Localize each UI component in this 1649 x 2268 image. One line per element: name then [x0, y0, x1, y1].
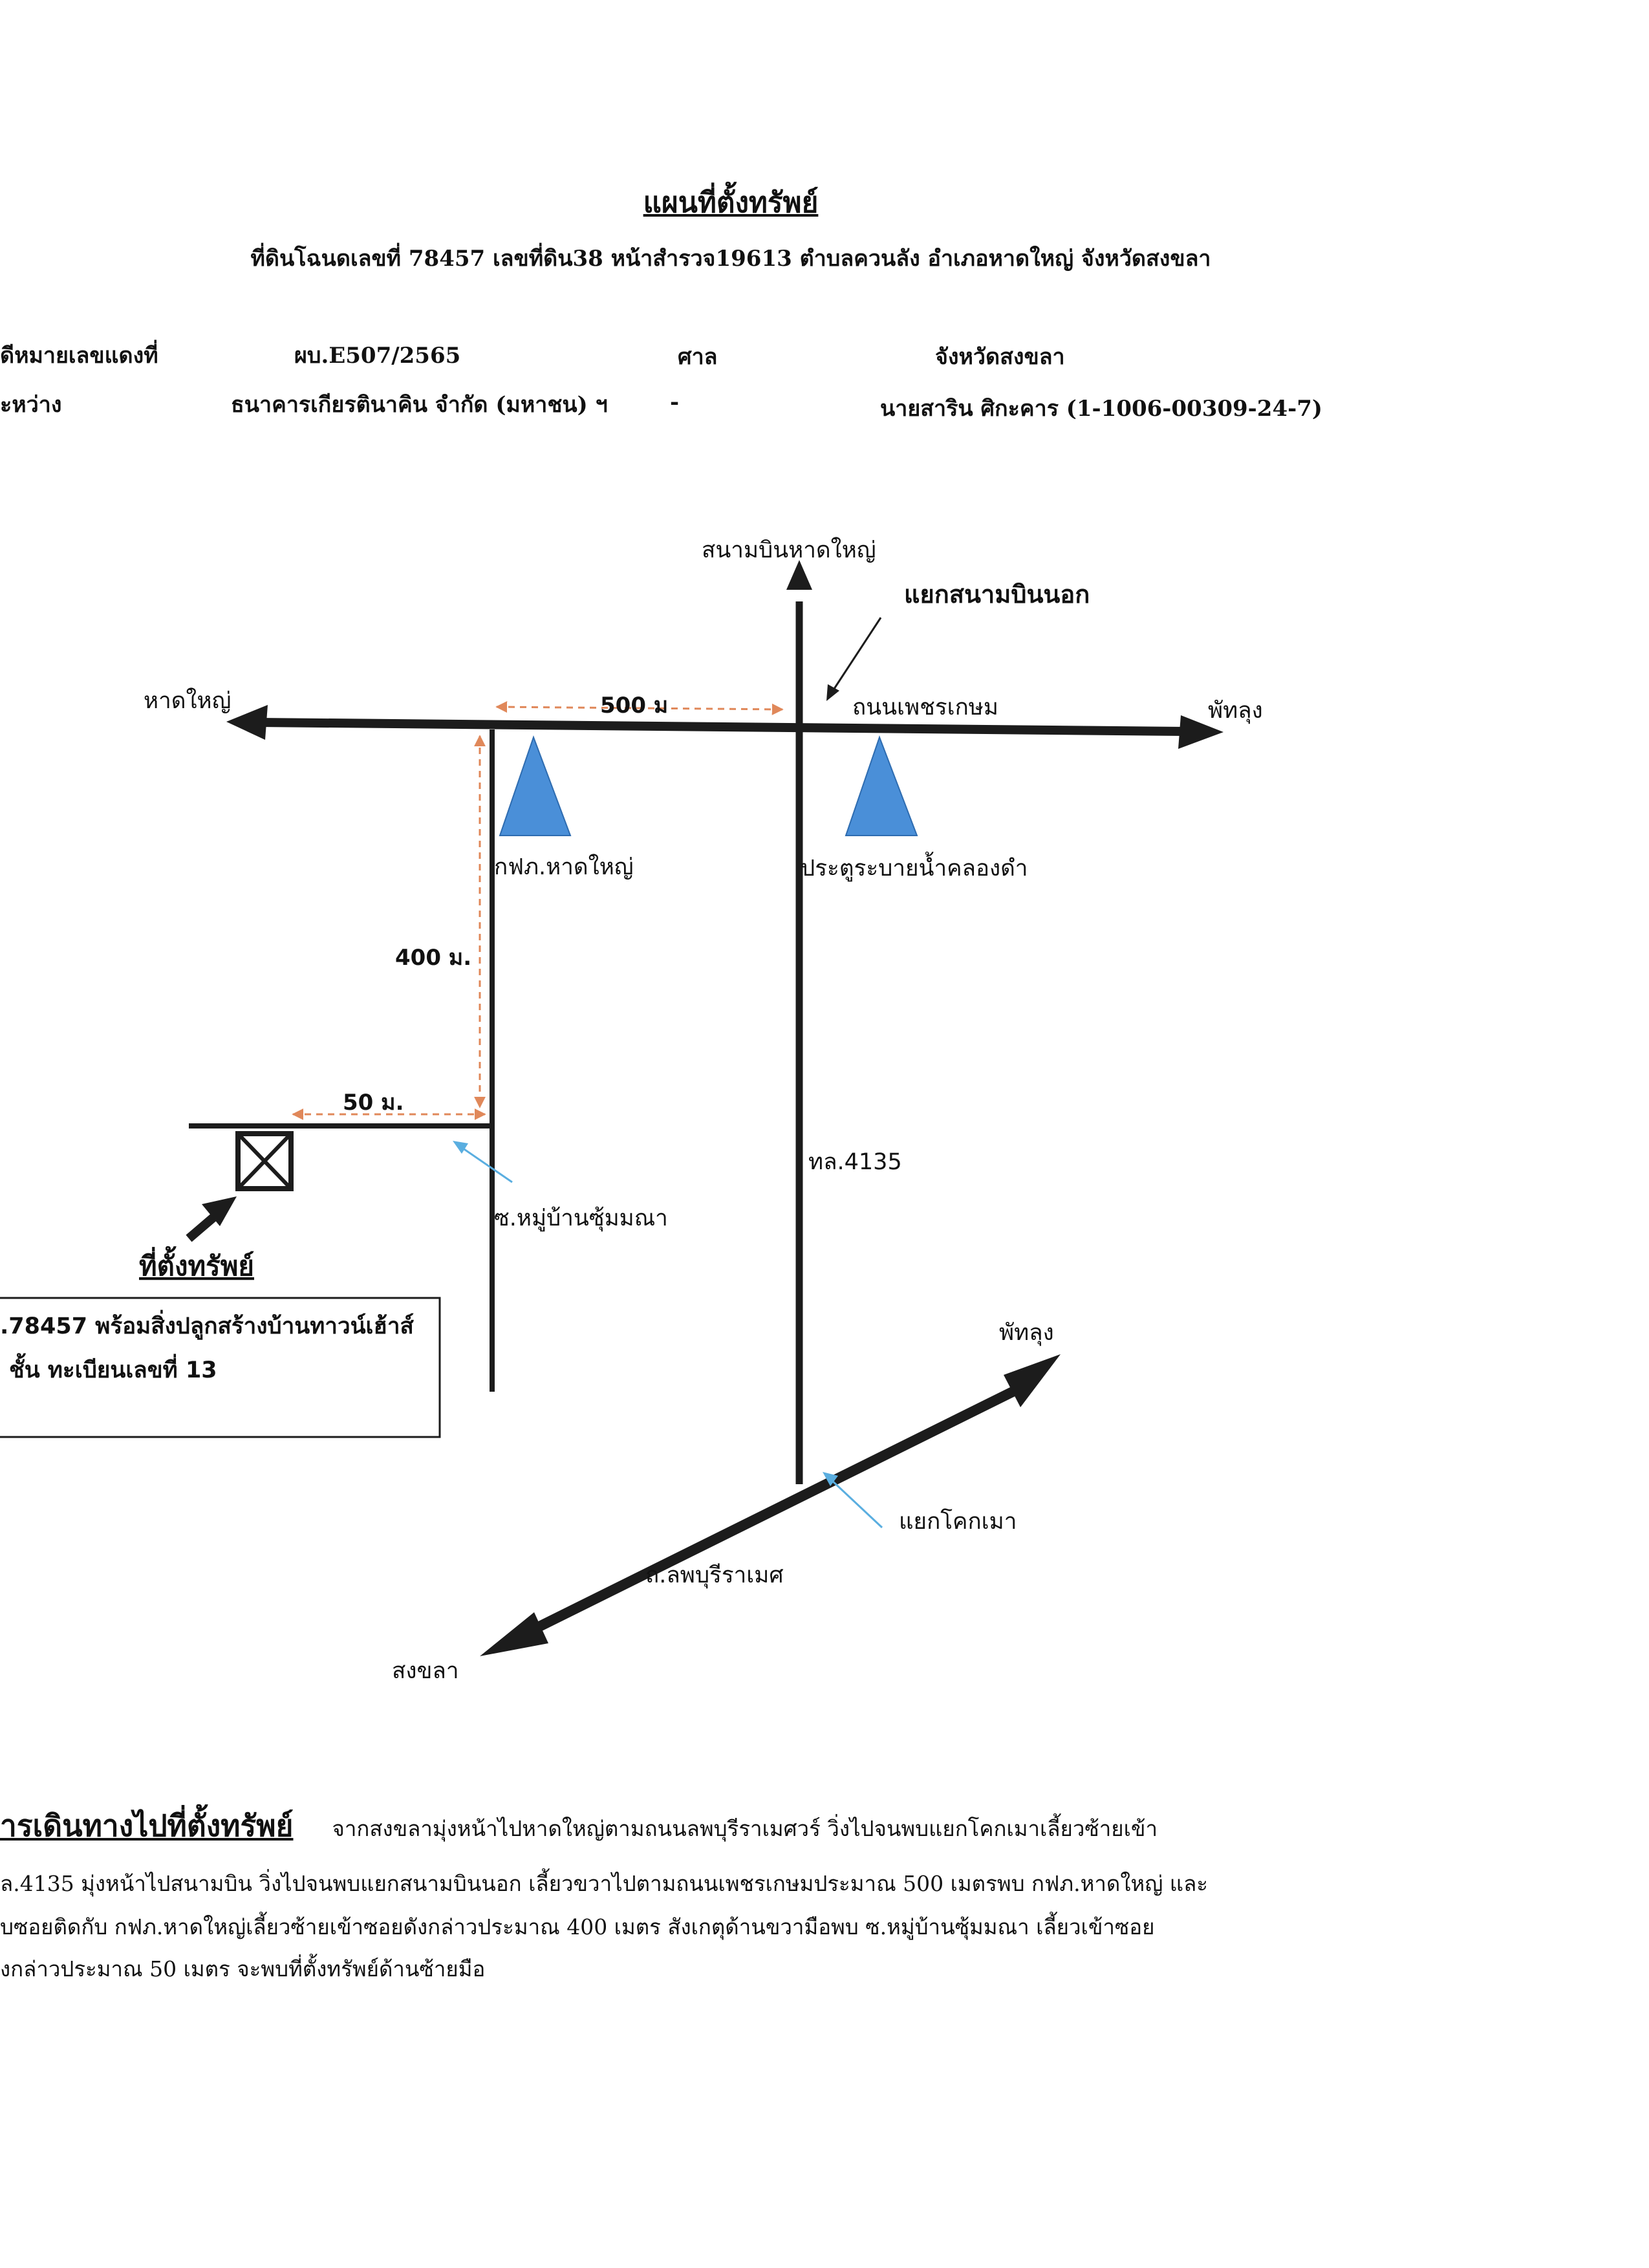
- landmark-egat-marker: [499, 735, 572, 836]
- arrow-east-top: [1178, 715, 1223, 749]
- page-subtitle: ที่ดินโฉนดเลขที่ 78457 เลขที่ดิน38 หน้าส…: [250, 246, 1211, 272]
- label-landmark-gate: ประตูระบายน้ำคลองดำ: [801, 851, 1028, 881]
- label-property: ที่ตั้งทรัพย์: [139, 1246, 254, 1282]
- pointer-junction-airport: [826, 617, 882, 701]
- directions-text-1: จากสงขลามุ่งหน้าไปหาดใหญ่ตามถนนลพบุรีราเ…: [332, 1816, 1158, 1841]
- label-junction-khok: แยกโคกเมา: [899, 1508, 1017, 1535]
- label-road-lopburi: ถ.ลพบุรีราเมศ: [645, 1562, 784, 1588]
- label-east-bottom: พัทลุง: [999, 1320, 1054, 1346]
- arrow-north: [786, 560, 812, 590]
- directions-line-1: ารเดินทางไปที่ตั้งทรัพย์ จากสงขลามุ่งหน้า…: [0, 1802, 1158, 1850]
- page-title: แผนที่ตั้งทรัพย์: [643, 186, 819, 219]
- road-lopburi: [521, 1385, 1018, 1639]
- label-dist-50: 50 ม.: [343, 1090, 404, 1116]
- landmark-gate-marker: [845, 735, 918, 836]
- label-south: สงขลา: [392, 1658, 458, 1684]
- directions-heading: ารเดินทางไปที่ตั้งทรัพย์: [0, 1808, 294, 1843]
- label-road-north: สนามบินหาดใหญ่: [702, 537, 876, 563]
- dimension-500: [495, 701, 784, 715]
- arrow-south: [480, 1612, 548, 1656]
- plaintiff-name: ธนาคารเกียรตินาคิน จำกัด (มหาชน) ฯ: [231, 392, 608, 418]
- label-highway: ทล.4135: [808, 1149, 902, 1175]
- case-number: ผบ.E507/2565: [294, 343, 461, 369]
- defendant-name: นายสาริน ศิกะคาร (1-1006-00309-24-7): [880, 396, 1322, 422]
- property-symbol: [235, 1131, 294, 1191]
- pointer-junction-khok: [823, 1472, 883, 1529]
- arrow-west: [226, 705, 268, 740]
- label-junction-airport: แยกสนามบินนอก: [904, 580, 1090, 609]
- pointer-soi: [453, 1141, 513, 1183]
- separator-dash: -: [670, 389, 680, 415]
- arrow-east-bottom: [1004, 1354, 1061, 1407]
- court-label: ศาล: [678, 344, 718, 370]
- case-label: ดีหมายเลขแดงที่: [0, 343, 158, 369]
- road-phetkasem: [258, 718, 1187, 736]
- property-pointer-arrow: [186, 1196, 237, 1242]
- label-west: หาดใหญ่: [144, 687, 231, 714]
- directions-line-2: ล.4135 มุ่งหน้าไปสนามบิน วิ่งไปจนพบแยกสน…: [0, 1871, 1209, 1896]
- directions-line-3: บซอยติดกับ กฟภ.หาดใหญ่เลี้ยวซ้ายเข้าซอยด…: [0, 1914, 1155, 1939]
- property-description-box: [0, 1297, 441, 1438]
- label-landmark-egat: กฟภ.หาดใหญ่: [494, 854, 634, 880]
- directions-line-4: ังกล่าวประมาณ 50 เมตร จะพบที่ตั้งทรัพย์ด…: [0, 1956, 486, 1982]
- label-property-desc-1: .78457 พร้อมสิ่งปลูกสร้างบ้านทาวน์เฮ้าส์: [0, 1310, 414, 1340]
- label-east-top: พัทลุง: [1208, 698, 1263, 724]
- label-property-desc-2: ชั้น ทะเบียนเลขที่ 13: [9, 1353, 217, 1383]
- label-dist-500: 500 ม: [600, 693, 668, 718]
- label-dist-400: 400 ม.: [395, 945, 471, 971]
- court-name: จังหวัดสงขลา: [935, 344, 1065, 370]
- label-road-phetkasem: ถนนเพชรเกษม: [852, 695, 998, 720]
- between-label: ะหว่าง: [0, 392, 62, 418]
- label-soi: ซ.หมู่บ้านซุ้มมณา: [494, 1205, 668, 1231]
